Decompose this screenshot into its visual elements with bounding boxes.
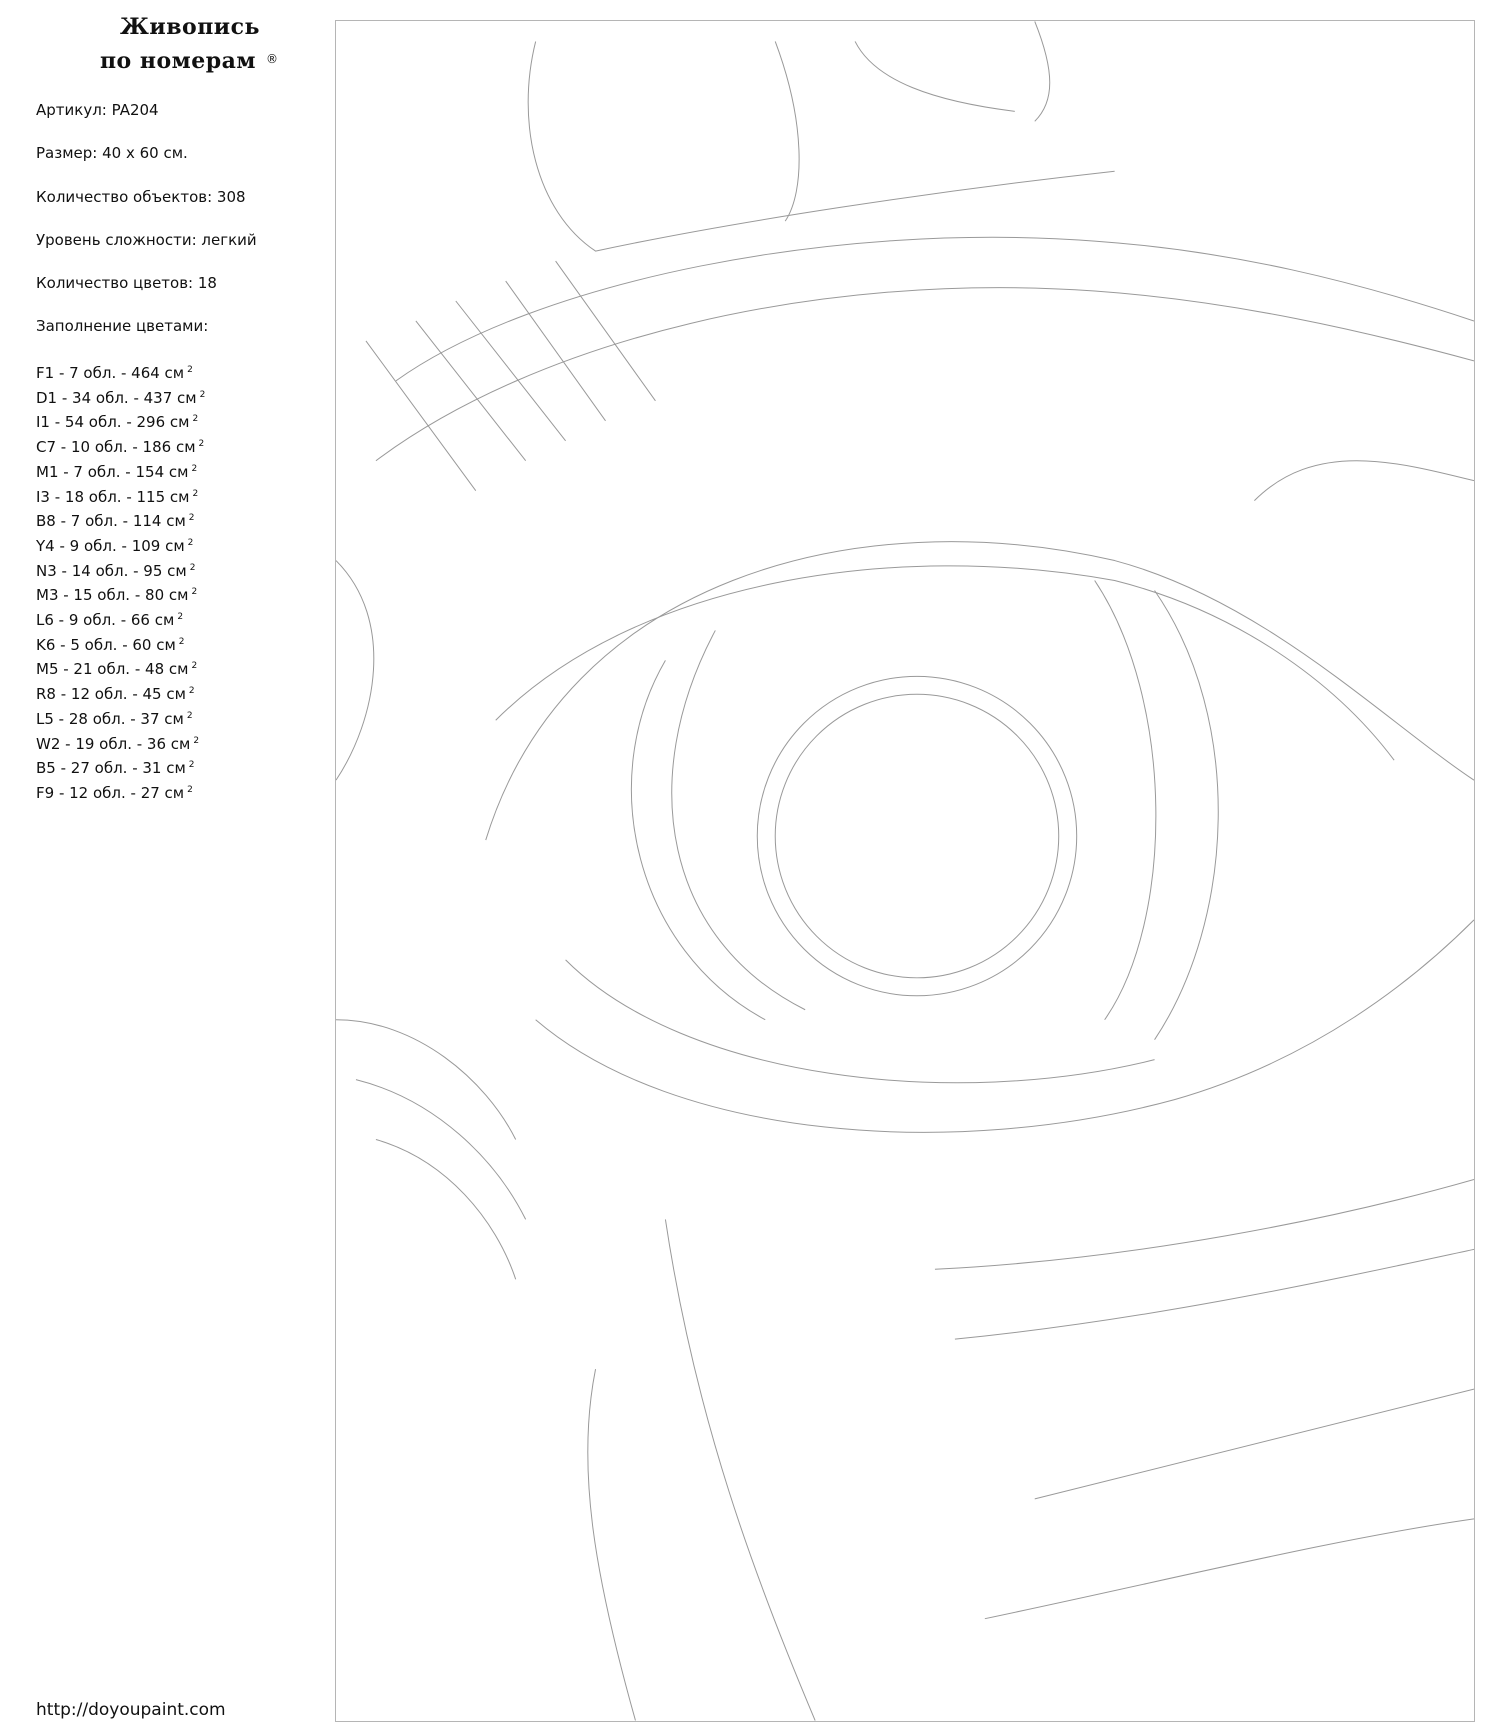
legend-item-text: C7 - 10 обл. - 186 см: [36, 438, 196, 457]
legend-item-text: L6 - 9 обл. - 66 см: [36, 611, 175, 630]
logo-line-2: по номерам: [99, 48, 257, 74]
fill-heading: Заполнение цветами:: [36, 317, 209, 335]
legend-item-text: M1 - 7 обл. - 154 см: [36, 462, 189, 481]
difficulty-level: Уровень сложности: легкий: [36, 231, 257, 249]
legend-item-text: K6 - 5 обл. - 60 см: [36, 635, 176, 654]
legend-item-text: F1 - 7 обл. - 464 см: [36, 364, 185, 382]
legend-item-text: I1 - 54 обл. - 296 см: [36, 413, 190, 432]
legend-item-text: D1 - 34 обл. - 437 см: [36, 388, 197, 407]
legend-item-text: W2 - 19 обл. - 36 см: [36, 734, 191, 753]
article-number: Артикул: PA204: [36, 101, 159, 119]
lower-eyelid: [535, 919, 1474, 1133]
legend-item-unit-exponent: 2: [188, 686, 195, 697]
legend-item-unit-exponent: 2: [191, 463, 198, 474]
legend-item-unit-exponent: 2: [192, 488, 199, 499]
legend-item-text: M3 - 15 обл. - 80 см: [36, 586, 189, 605]
legend-item-text: I3 - 18 обл. - 115 см: [36, 487, 190, 506]
legend-item-unit-exponent: 2: [187, 365, 193, 375]
legend-item-unit-exponent: 2: [191, 661, 198, 672]
legend-item-unit-exponent: 2: [177, 612, 184, 623]
legend-item-unit-exponent: 2: [199, 389, 206, 400]
legend-item-unit-exponent: 2: [193, 735, 200, 746]
legend-item-text: B8 - 7 обл. - 114 см: [36, 512, 186, 531]
eye-outline-drawing: [336, 21, 1474, 1721]
object-count: Количество объектов: 308: [36, 188, 246, 206]
registered-mark: ®: [266, 52, 278, 66]
legend-item-text: M5 - 21 обл. - 48 см: [36, 660, 189, 679]
canvas-size: Размер: 40 x 60 см.: [36, 144, 188, 162]
legend-item-unit-exponent: 2: [178, 636, 185, 647]
color-count: Количество цветов: 18: [36, 274, 217, 292]
legend-item-unit-exponent: 2: [187, 784, 193, 795]
legend-item-text: N3 - 14 обл. - 95 см: [36, 561, 187, 580]
legend-item-unit-exponent: 2: [198, 439, 205, 450]
legend-item-unit-exponent: 2: [187, 537, 194, 548]
legend-item-text: Y4 - 9 обл. - 109 см: [36, 536, 185, 555]
legend-item-text: B5 - 27 обл. - 31 см: [36, 759, 186, 778]
legend-item-text: R8 - 12 обл. - 45 см: [36, 685, 186, 704]
legend-item-unit-exponent: 2: [192, 414, 199, 425]
brow-crease: [395, 236, 1474, 382]
legend-item-text: L5 - 28 обл. - 37 см: [36, 709, 184, 728]
legend-item-text: F9 - 12 обл. - 27 см: [36, 783, 185, 802]
pupil-outline: [774, 693, 1060, 979]
coloring-canvas: [335, 20, 1475, 1722]
legend-item-unit-exponent: 2: [189, 562, 196, 573]
legend-item-unit-exponent: 2: [186, 710, 193, 721]
upper-eyelid: [485, 541, 1474, 841]
legend-item-unit-exponent: 2: [191, 587, 198, 598]
logo-line-1: Живопись: [120, 14, 260, 40]
iris-inner-outline: [756, 675, 1078, 997]
legend-item-unit-exponent: 2: [188, 513, 195, 524]
website-link[interactable]: http://doyoupaint.com: [36, 1700, 226, 1720]
legend-item-unit-exponent: 2: [188, 760, 195, 771]
